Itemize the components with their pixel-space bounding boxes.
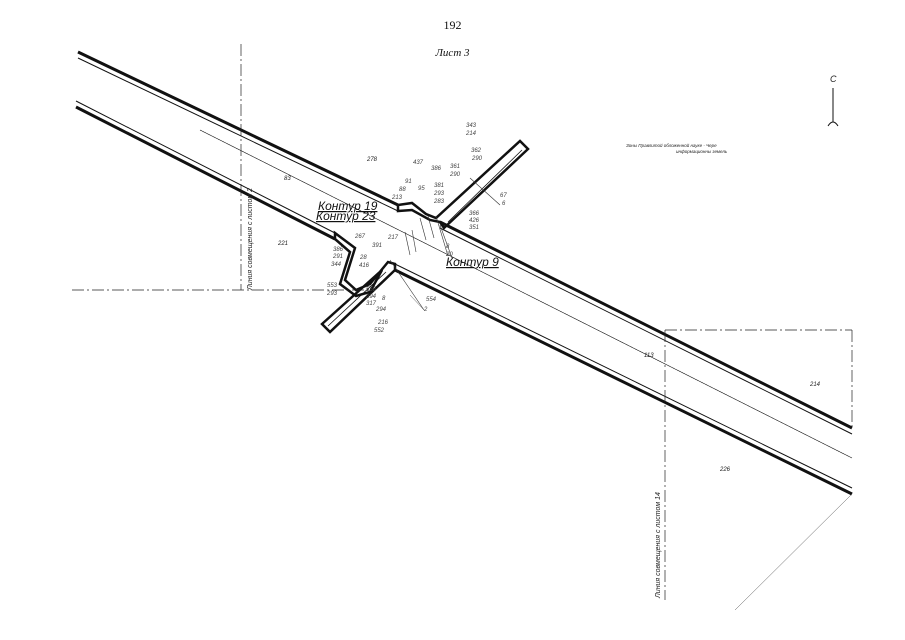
point-number: 437 [413,160,424,166]
point-number: 283 [433,199,445,205]
upper-branch-inner [447,149,523,223]
road-upper-edge-east [439,220,853,430]
legend-note-line2: информационны земель [676,149,728,154]
point-number: 381 [434,183,444,189]
point-number: 214 [465,131,477,137]
page-number: 192 [443,18,462,32]
contour-label: Контур 9 [446,255,499,269]
north-arrow: С [827,74,839,127]
road-upper-inner [77,57,399,212]
point-number: 20 [445,252,453,258]
upper-branch-outline [396,139,530,230]
hatch-line [469,177,501,206]
point-number: 362 [471,148,482,154]
point-number: 416 [359,263,370,269]
lower-branch [320,230,397,334]
hatch-line [427,215,435,239]
point-number: 344 [331,262,342,268]
contour-label: Контур 19 [318,199,378,213]
point-number: 28 [359,255,367,261]
point-number: 95 [418,186,425,192]
point-number: 67 [500,193,507,199]
point-number: 213 [391,195,403,201]
parcel-number: 226 [719,467,731,473]
point-number: 2 [423,307,428,313]
point-number: 361 [450,164,460,170]
north-arrow-label: С [830,74,837,84]
lower-branch-inner [327,271,387,327]
parcel-boundaries [409,294,853,611]
left-match-label: Линия совмещения с листом 2 [247,188,254,291]
match-lines [72,44,853,600]
hatch-line [404,231,411,256]
point-number: 91 [405,179,412,185]
point-number: 217 [387,235,399,241]
road-upper-edge [77,50,399,207]
point-number: 8 [446,244,450,250]
point-number: 293 [326,291,338,297]
sheet-title: Лист 3 [435,47,470,59]
point-number: 386 [431,166,442,172]
point-number: 343 [466,123,477,129]
point-number: 290 [471,156,483,162]
legend-note-line1: Зоны Правлитой обложенной науке - Чере [626,142,717,148]
parcel-number: 83 [284,176,291,182]
crossing-hatch [389,177,501,311]
road-lower-inner-east [394,263,853,489]
parcel-boundary [409,294,425,311]
road-lower-inner [75,100,336,234]
point-number: 366 [469,211,480,217]
point-number: 6 [502,201,506,207]
north-arrow-head [827,121,839,127]
point-number: 426 [469,218,480,224]
point-number: 554 [426,297,437,303]
hatch-line [435,215,449,257]
parcel-boundary [734,493,853,611]
point-number: 386 [333,247,344,253]
road-lower-edge-east [394,268,853,496]
parcel-number: 113 [644,353,654,359]
road-corridor [75,50,853,496]
point-number: 391 [372,243,382,249]
right-match-label: Линия совмещения с листом 14 [655,492,662,599]
hatch-line [411,229,417,253]
point-number: 294 [375,307,387,313]
point-number: 293 [433,191,445,197]
hatch-line [389,259,425,311]
point-number: 8 [382,296,386,302]
point-number: 552 [374,328,385,334]
road-upper-inner-east [439,227,853,435]
point-numbers: 343 214 362 290 437 386 361 290 91 88 95… [326,123,507,334]
point-number: 216 [377,320,389,326]
hatch-line [419,217,427,241]
parcel-number: 221 [277,241,288,247]
point-number: 290 [449,172,461,178]
point-number: 88 [399,187,406,193]
road-axis [199,129,853,459]
parcel-number: 214 [809,382,821,388]
point-number: 267 [354,234,366,240]
point-number: 556 [366,287,377,293]
point-number: 291 [332,254,343,260]
point-number: 351 [469,225,479,231]
parcel-number: 278 [366,157,378,163]
point-number: 553 [327,283,338,289]
lower-branch-outline [320,230,397,334]
contour-label: Контур 23 [316,209,376,223]
road-lower-edge [75,105,336,241]
hatch-line [439,224,453,259]
upper-branch [396,139,530,230]
point-number: 317 [366,301,377,307]
point-number: 294 [365,294,377,300]
